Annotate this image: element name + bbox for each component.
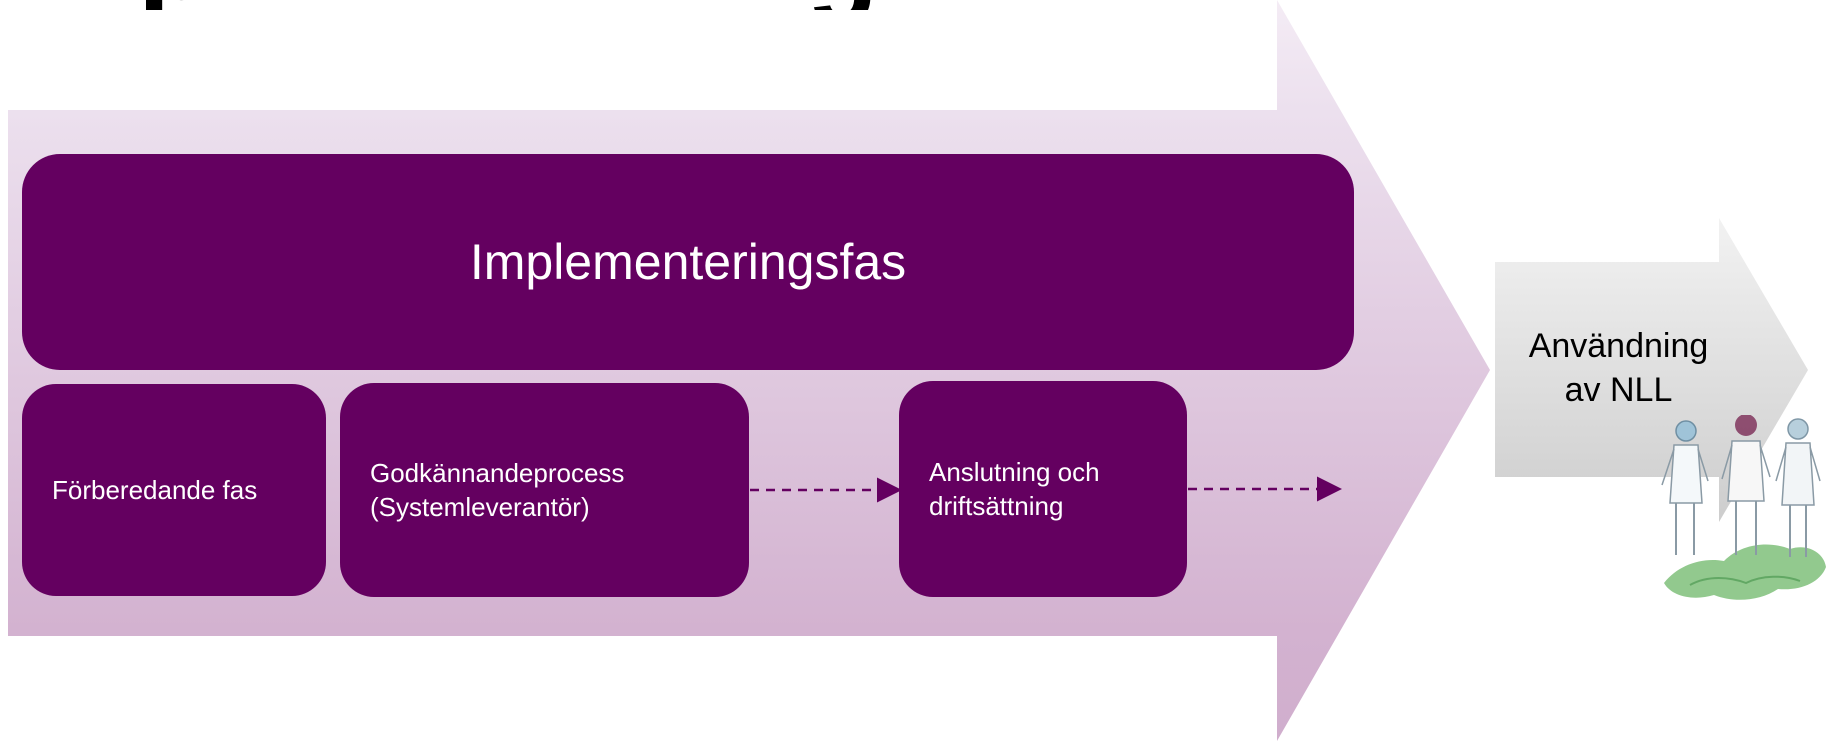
preparation-phase-label: Förberedande fas — [52, 475, 258, 505]
approval-process-box: Godkännandeprocess (Systemleverantör) — [340, 383, 749, 597]
implementation-phase-box: Implementeringsfas — [22, 154, 1354, 370]
slide-title-fragment: Implementering — [0, 0, 1000, 10]
usage-phase-arrow — [1495, 218, 1808, 522]
connection-deployment-box: Anslutning och driftsättning — [899, 381, 1187, 597]
approval-process-label: Godkännandeprocess (Systemleverantör) — [370, 458, 625, 522]
usage-phase-label: Användning av NLL — [1528, 327, 1709, 409]
implementation-phase-arrow — [8, 0, 1490, 741]
preparation-phase-box: Förberedande fas — [22, 384, 326, 596]
implementation-phase-label: Implementeringsfas — [469, 234, 907, 290]
people-on-map-icon — [1661, 415, 1826, 600]
connection-deployment-label: Anslutning och driftsättning — [929, 457, 1100, 521]
